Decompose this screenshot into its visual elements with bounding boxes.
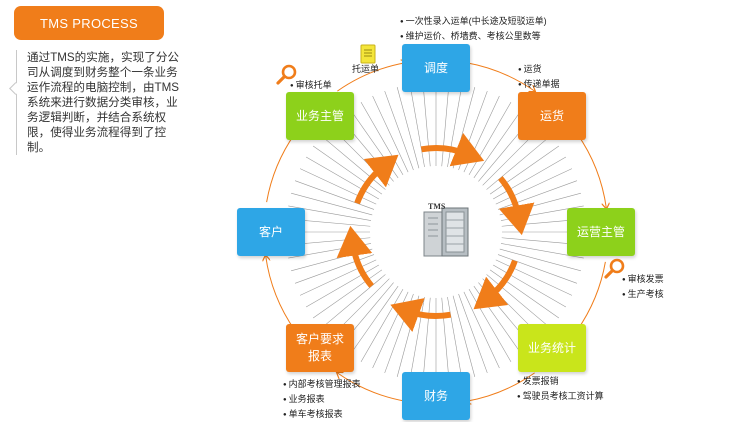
sunburst-ray xyxy=(497,254,578,284)
note-stats-1: 发票报销 xyxy=(517,374,604,389)
node-customer-report[interactable]: 客户要求报表 xyxy=(286,324,354,372)
note-biz-1: 审核托单 xyxy=(290,78,332,93)
note-report-1: 内部考核管理报表 xyxy=(283,377,361,392)
node-shipping[interactable]: 运货 xyxy=(518,92,586,140)
magnifier-icon xyxy=(276,64,297,85)
note-report-3: 单车考核报表 xyxy=(283,407,361,422)
header-title: TMS PROCESS xyxy=(14,6,164,40)
notes-ops-manager: 审核发票 生产考核 xyxy=(622,272,664,302)
sunburst-ray xyxy=(291,192,373,216)
sunburst-ray xyxy=(422,297,431,382)
node-ops-manager[interactable]: 运营主管 xyxy=(567,208,635,256)
note-dispatch-1: 一次性录入运单(中长途及短驳运单) xyxy=(400,14,547,29)
sunburst-ray xyxy=(493,156,567,200)
note-stats-2: 驾驶员考核工资计算 xyxy=(517,389,604,404)
outer-flow-arrow xyxy=(337,373,407,402)
sunburst-ray xyxy=(447,296,463,380)
cycle-arrow xyxy=(390,298,452,332)
outer-flow-arrow xyxy=(576,133,606,208)
cycle-arrow xyxy=(420,132,485,167)
sunburst-ray xyxy=(473,108,523,179)
center-label: TMS xyxy=(428,202,446,211)
notes-dispatch: 一次性录入运单(中长途及短驳运单) 维护运价、桥墙费、考核公里数等 xyxy=(400,14,547,44)
sunburst-ray xyxy=(486,135,552,190)
server-icon xyxy=(423,207,469,257)
sunburst-ray xyxy=(468,101,512,175)
sunburst-ray xyxy=(409,296,425,380)
outer-flow-arrow xyxy=(577,261,606,331)
waybill-icon xyxy=(360,44,376,64)
sunburst-ray xyxy=(312,145,383,195)
node-stats[interactable]: 业务统计 xyxy=(518,324,586,372)
sunburst-ray xyxy=(396,87,420,169)
note-ops-2: 生产考核 xyxy=(622,287,664,302)
notes-biz-manager: 审核托单 xyxy=(290,78,332,93)
sunburst-ray xyxy=(447,84,463,168)
sunburst-ray xyxy=(463,291,500,369)
sunburst-ray xyxy=(495,168,573,205)
notes-stats: 发票报销 驾驶员考核工资计算 xyxy=(517,374,604,404)
node-finance[interactable]: 财务 xyxy=(402,372,470,420)
sunburst-ray xyxy=(473,285,523,356)
node-dispatch[interactable]: 调度 xyxy=(402,44,470,92)
magnifier-icon xyxy=(604,258,625,279)
cycle-arrow xyxy=(336,225,374,288)
sunburst-ray xyxy=(305,264,379,308)
description-text: 通过TMS的实施，实现了分公司从调度到财务整个一条业务运作流程的电脑控制，由TM… xyxy=(16,50,179,155)
sunburst-ray xyxy=(452,295,476,377)
sunburst-ray xyxy=(486,274,552,329)
sunburst-ray xyxy=(493,264,567,308)
notes-customer-report: 内部考核管理报表 业务报表 单车考核报表 xyxy=(283,377,361,422)
sunburst-ray xyxy=(499,248,581,272)
note-shipping-2: 传递单据 xyxy=(518,77,560,92)
sunburst-ray xyxy=(349,285,399,356)
sunburst-ray xyxy=(495,259,573,296)
cycle-arrow xyxy=(497,176,535,236)
sunburst-ray xyxy=(458,293,488,374)
waybill-label: 托运单 xyxy=(352,64,380,74)
sunburst-ray xyxy=(441,297,450,382)
sunburst-ray xyxy=(299,168,377,205)
outer-flow-arrow xyxy=(337,63,406,92)
node-customer[interactable]: 客户 xyxy=(237,208,305,256)
sunburst-ray xyxy=(422,82,431,167)
note-ops-1: 审核发票 xyxy=(622,272,664,287)
sunburst-ray xyxy=(305,156,379,200)
sunburst-ray xyxy=(294,180,375,210)
node-biz-manager[interactable]: 业务主管 xyxy=(286,92,354,140)
sunburst-ray xyxy=(372,95,409,173)
sunburst-ray xyxy=(299,259,377,296)
outer-flow-arrow xyxy=(266,133,295,203)
cycle-arrow xyxy=(354,154,399,205)
sunburst-ray xyxy=(489,145,560,195)
cycle-arrow xyxy=(473,259,518,310)
sunburst-ray xyxy=(320,135,386,190)
sunburst-ray xyxy=(320,274,386,329)
sunburst-ray xyxy=(312,269,383,319)
note-shipping-1: 运货 xyxy=(518,62,560,77)
sunburst-ray xyxy=(349,108,399,179)
outer-flow-arrow xyxy=(266,256,296,331)
sunburst-ray xyxy=(294,254,375,284)
notes-shipping: 运货 传递单据 xyxy=(518,62,560,92)
note-report-2: 业务报表 xyxy=(283,392,361,407)
sunburst-ray xyxy=(441,82,450,167)
sunburst-ray xyxy=(384,90,414,171)
sunburst-ray xyxy=(360,289,404,363)
sunburst-ray xyxy=(489,269,560,319)
inner-cycle-arrows xyxy=(336,132,535,332)
note-dispatch-2: 维护运价、桥墙费、考核公里数等 xyxy=(400,29,547,44)
sunburst-ray xyxy=(409,84,425,168)
